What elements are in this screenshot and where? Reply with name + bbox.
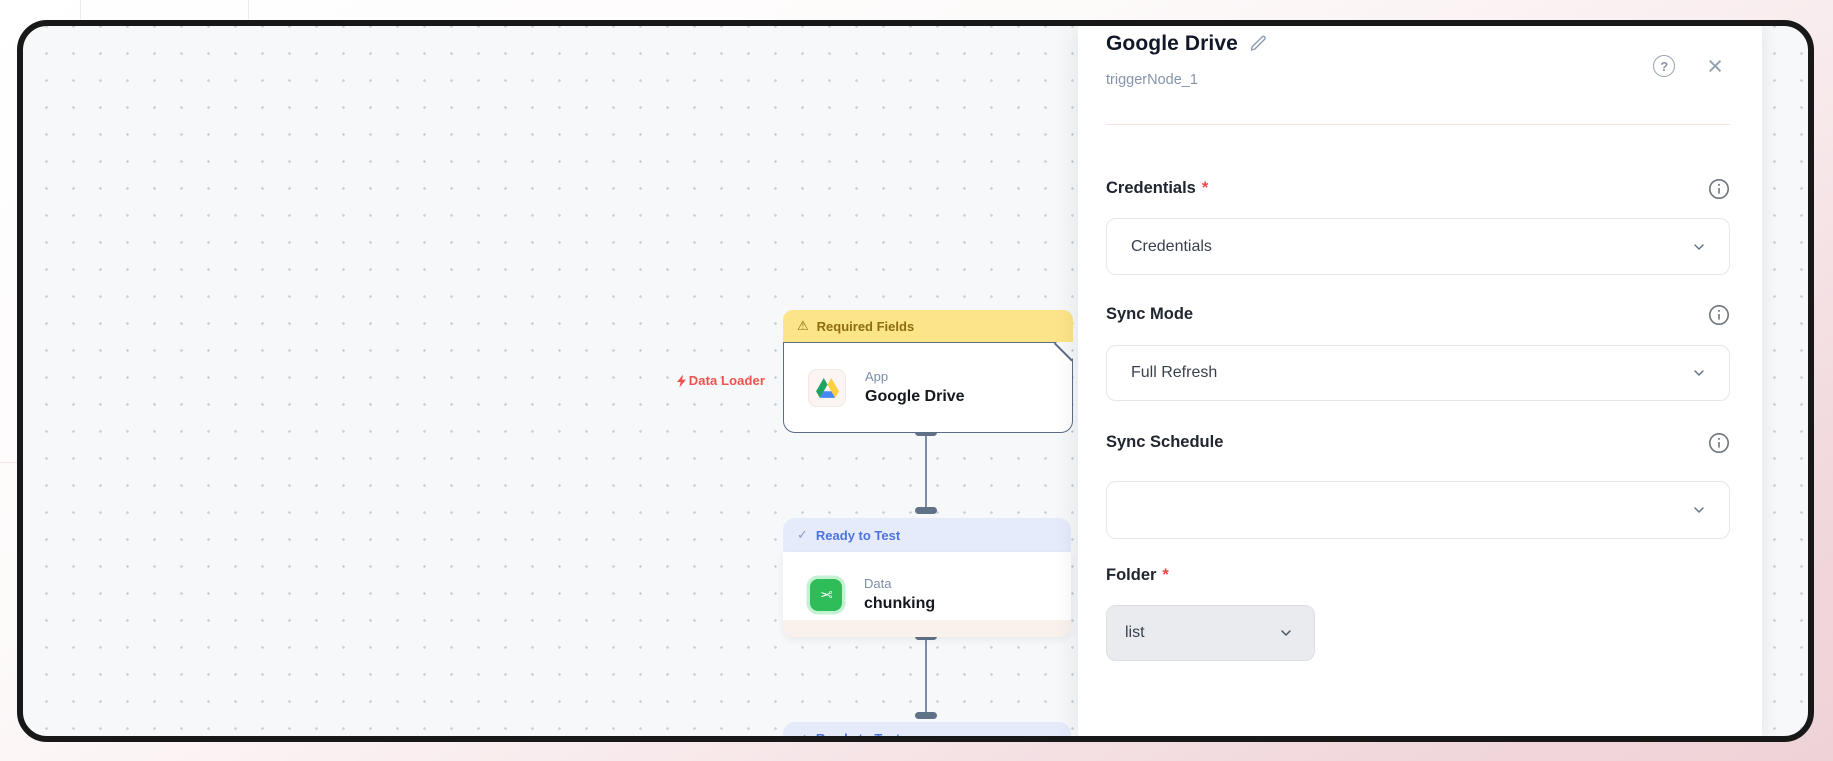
corner-notch <box>1054 342 1073 361</box>
status-badge-required-fields: ⚠ Required Fields <box>783 310 1073 342</box>
node-footer-strip <box>783 620 1071 637</box>
credentials-select[interactable]: Credentials <box>1106 218 1730 275</box>
node-body[interactable]: App Google Drive <box>783 342 1073 433</box>
field-group-credentials: Credentials* Credentials <box>1106 178 1730 275</box>
info-circle-icon[interactable] <box>1708 178 1730 200</box>
edit-title-pencil-icon[interactable] <box>1249 34 1268 53</box>
field-group-sync-mode: Sync Mode Full Refresh <box>1106 304 1730 401</box>
field-group-sync-schedule: Sync Schedule <box>1106 432 1730 539</box>
node-name: Google Drive <box>865 388 965 405</box>
info-circle-icon[interactable] <box>1708 304 1730 326</box>
chevron-down-icon <box>1278 625 1294 641</box>
field-label: Sync Schedule <box>1106 433 1224 451</box>
node-partial-bottom[interactable]: ✓ Ready to Test <box>783 722 1071 742</box>
field-group-folder: Folder* list <box>1106 565 1730 661</box>
field-label: Sync Mode <box>1106 305 1194 323</box>
workflow-app-window: Data Loader ⚠ Required Fields <box>17 20 1814 742</box>
warning-icon: ⚠ <box>797 318 809 333</box>
backdrop-line <box>248 0 249 20</box>
node-body[interactable]: ✂ Data chunking <box>783 552 1071 637</box>
sync-mode-select[interactable]: Full Refresh <box>1106 345 1730 401</box>
status-badge-ready-to-test: ✓ Ready to Test <box>783 722 1071 742</box>
node-input-handle[interactable] <box>915 507 937 514</box>
check-icon: ✓ <box>797 731 808 742</box>
node-name: chunking <box>864 595 936 612</box>
backdrop-line <box>80 0 81 20</box>
status-badge-text: Ready to Test <box>815 527 901 543</box>
node-chunking[interactable]: ✓ Ready to Test ✂ Data chunking <box>783 518 1071 637</box>
node-category: Data <box>864 576 892 591</box>
edge-label-text: Data Loader <box>688 373 765 388</box>
folder-select[interactable]: list <box>1106 605 1315 661</box>
scissors-icon: ✂ <box>810 578 842 611</box>
sync-schedule-select[interactable] <box>1106 481 1730 539</box>
node-input-handle[interactable] <box>915 712 937 719</box>
close-icon[interactable]: × <box>1707 51 1723 81</box>
node-id-subtitle: triggerNode_1 <box>1106 72 1198 88</box>
connection-line <box>925 434 927 510</box>
chevron-down-icon <box>1691 502 1707 518</box>
bolt-icon <box>676 374 687 388</box>
connection-line <box>925 640 927 716</box>
node-google-drive[interactable]: ⚠ Required Fields App Google Driv <box>783 310 1073 433</box>
help-icon[interactable]: ? <box>1653 55 1676 77</box>
backdrop-line <box>0 462 17 463</box>
node-config-panel: Google Drive ? × triggerNode_1 <box>1078 26 1762 736</box>
check-icon: ✓ <box>797 527 808 542</box>
panel-divider <box>1106 124 1730 125</box>
panel-header: Google Drive <box>1106 32 1730 56</box>
field-label: Folder* <box>1106 566 1169 584</box>
chevron-down-icon <box>1691 239 1707 255</box>
status-badge-ready-to-test: ✓ Ready to Test <box>783 518 1071 552</box>
node-category: App <box>865 369 889 384</box>
field-label: Credentials* <box>1106 179 1209 197</box>
google-drive-icon <box>808 369 846 407</box>
info-circle-icon[interactable] <box>1708 432 1730 454</box>
edge-label-data-loader: Data Loader <box>623 373 765 388</box>
panel-title: Google Drive <box>1106 32 1238 55</box>
status-badge-text: Ready to Test <box>815 731 901 742</box>
chevron-down-icon <box>1691 365 1707 381</box>
status-badge-text: Required Fields <box>816 318 915 334</box>
